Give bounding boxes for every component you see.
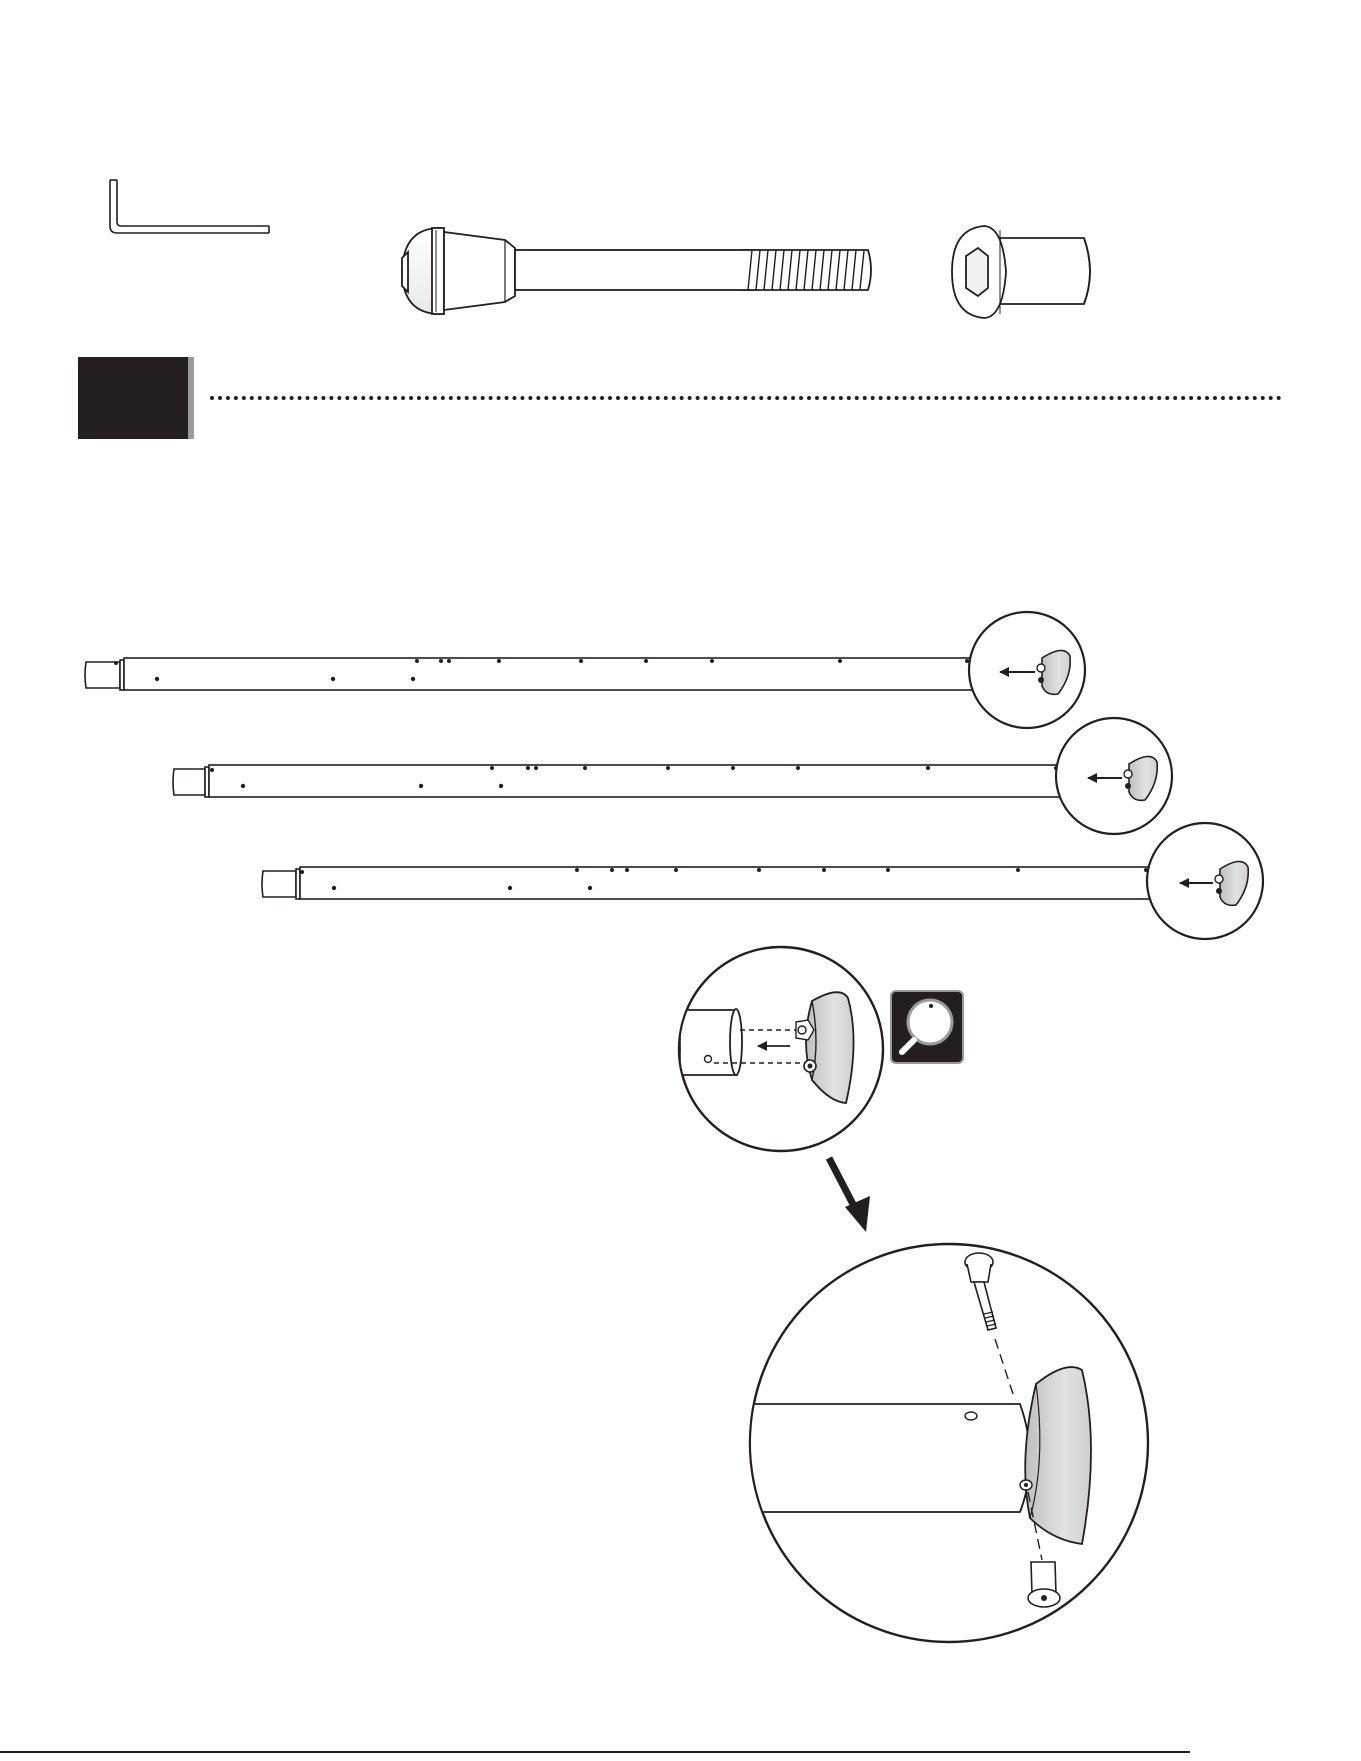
- end-cap-insert-detail: [679, 947, 883, 1151]
- pole-2: [173, 765, 1076, 797]
- end-cap-callout-1: [969, 612, 1085, 728]
- end-cap-callout-3: [1147, 823, 1263, 939]
- end-cap-callout-2: [1056, 718, 1172, 834]
- step-number-badge: [78, 357, 188, 439]
- arrow-down-right-icon: [829, 1158, 870, 1232]
- allen-wrench-icon: [110, 180, 269, 233]
- barrel-nut-icon: [952, 226, 1090, 318]
- pole-1: [85, 658, 987, 690]
- step-divider: [210, 396, 1282, 400]
- pole-3: [262, 867, 1166, 899]
- bolt-icon: [402, 228, 871, 314]
- bolt-assembly-detail: [740, 1244, 1148, 1642]
- footer-rule: [0, 1751, 1190, 1753]
- magnifier-icon: [891, 991, 963, 1063]
